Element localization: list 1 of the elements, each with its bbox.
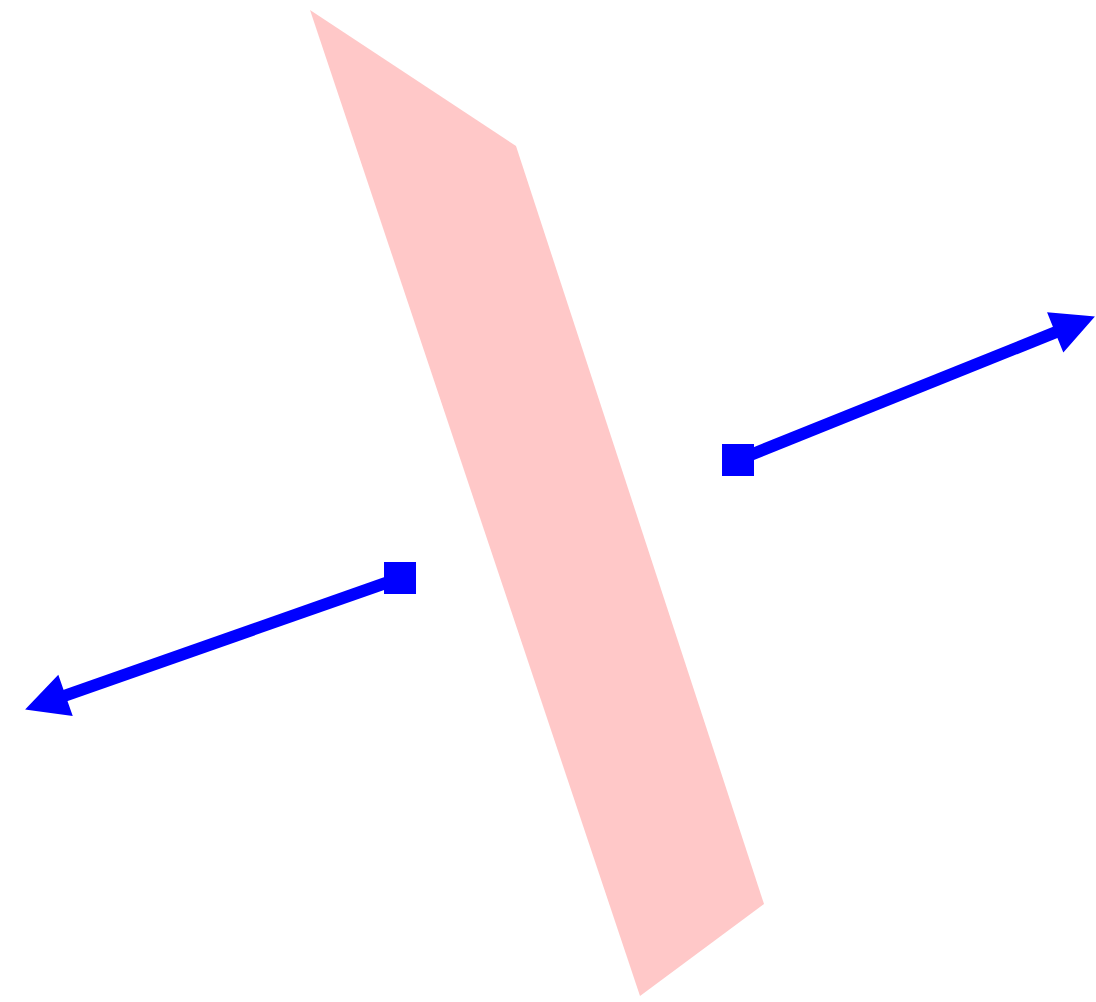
plane-shape: [310, 10, 764, 996]
